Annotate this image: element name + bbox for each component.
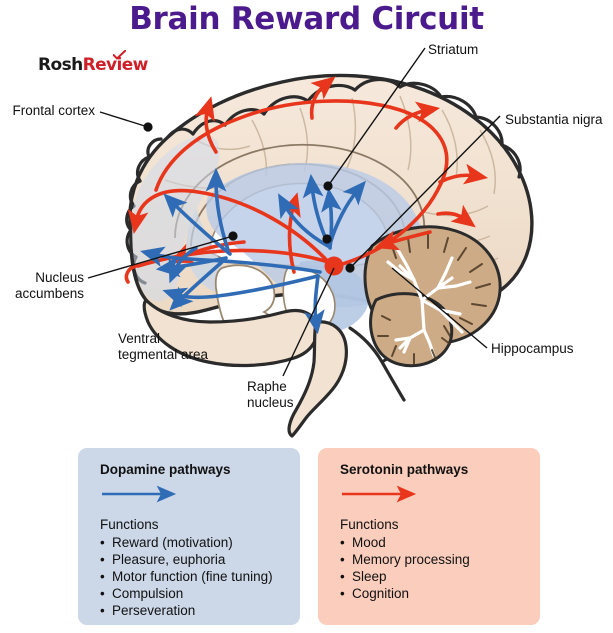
legend-dopamine-title: Dopamine pathways bbox=[100, 462, 231, 477]
list-item: Reward (motivation) bbox=[100, 534, 300, 551]
label-raphe-nucleus: Raphe nucleus bbox=[247, 379, 294, 410]
temporal-lobe-shape bbox=[142, 298, 319, 368]
label-hippocampus: Hippocampus bbox=[491, 341, 574, 356]
list-item: Mood bbox=[340, 534, 540, 551]
legend-dopamine-pathways: Dopamine pathways Functions Reward (moti… bbox=[78, 448, 300, 625]
list-item: Pleasure, euphoria bbox=[100, 551, 300, 568]
right-arrow-icon bbox=[342, 485, 417, 503]
anchor-substantia-nigra bbox=[345, 263, 355, 273]
anchor-striatum bbox=[323, 181, 333, 191]
legend-serotonin-list: Mood Memory processing Sleep Cognition bbox=[340, 534, 540, 602]
anchor-nucleus-accumbens bbox=[228, 231, 238, 241]
callout-leader-lines bbox=[87, 47, 501, 377]
label-ventral-tegmental-area: Ventral tegmental area bbox=[118, 331, 209, 362]
right-arrow-icon bbox=[102, 485, 177, 503]
brainstem-shape bbox=[287, 320, 348, 438]
logo-text-rosh: Rosh bbox=[38, 55, 83, 75]
page-title: Brain Reward Circuit bbox=[129, 1, 484, 37]
anchor-frontal-cortex bbox=[143, 122, 153, 132]
logo-text-review: Review bbox=[83, 50, 148, 75]
raphe-nucleus-marker bbox=[324, 256, 344, 276]
list-item: Compulsion bbox=[100, 585, 300, 602]
legend-dopamine-list: Reward (motivation) Pleasure, euphoria M… bbox=[100, 534, 300, 619]
dopamine-pathway-arrows bbox=[140, 167, 366, 335]
list-item: Motor function (fine tuning) bbox=[100, 568, 300, 585]
roshreview-logo: RoshReview bbox=[38, 50, 148, 75]
list-item: Sleep bbox=[340, 568, 540, 585]
callout-anchor-dots bbox=[143, 122, 355, 273]
label-nucleus-accumbens: Nucleus accumbens bbox=[14, 270, 84, 301]
cerebellum-shape bbox=[363, 225, 502, 368]
label-substantia-nigra: Substantia nigra bbox=[505, 112, 603, 127]
list-item: Perseveration bbox=[100, 602, 300, 619]
list-item: Cognition bbox=[340, 585, 540, 602]
legend-serotonin-pathways: Serotonin pathways Functions Mood Memory… bbox=[318, 448, 540, 625]
legend-serotonin-title: Serotonin pathways bbox=[340, 462, 469, 477]
label-striatum: Striatum bbox=[428, 42, 479, 57]
anchor-vta bbox=[322, 234, 332, 244]
legend-dopamine-functions-label: Functions bbox=[100, 517, 159, 532]
list-item: Memory processing bbox=[340, 551, 540, 568]
check-icon bbox=[112, 50, 126, 60]
label-frontal-cortex: Frontal cortex bbox=[12, 103, 95, 118]
legend-serotonin-functions-label: Functions bbox=[340, 517, 399, 532]
